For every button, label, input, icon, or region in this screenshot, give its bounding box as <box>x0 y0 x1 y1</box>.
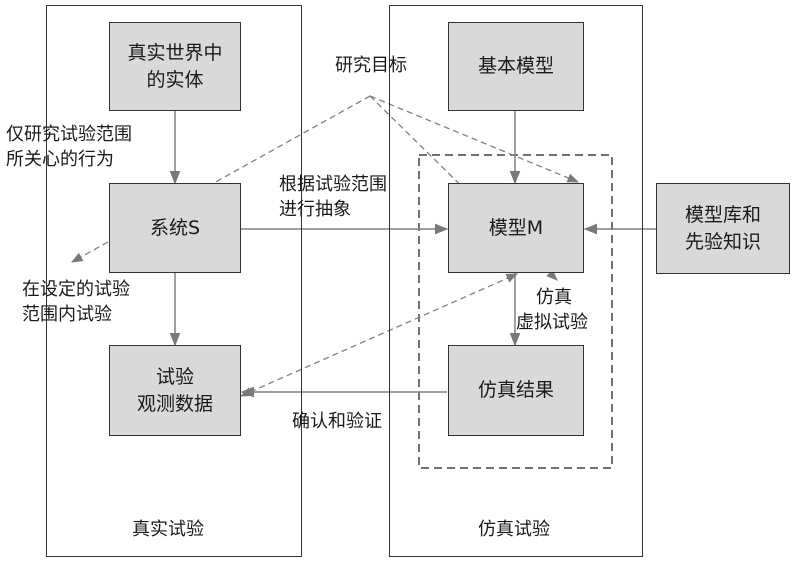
dashed-arrow-verification <box>239 273 519 397</box>
observed-data-line1: 试验 <box>155 365 194 388</box>
observed-data-line2: 观测数据 <box>136 392 213 415</box>
simulation-test-line2: 虚拟试验 <box>516 312 588 333</box>
abstraction-line1: 根据试验范围 <box>279 174 387 195</box>
research-goal-label: 研究目标 <box>335 55 407 76</box>
system-s-label: 系统S <box>149 216 201 239</box>
simulation-result-label: 仿真结果 <box>477 379 554 401</box>
simulation-experiment-title: 仿真试验 <box>478 519 550 540</box>
behavior-line1: 仅研究试验范围 <box>6 124 132 145</box>
dashed-arrow-goal-to-model <box>369 95 580 183</box>
abstraction-label: 根据试验范围 进行抽象 <box>279 172 387 222</box>
verification-label: 确认和验证 <box>292 411 382 432</box>
model-library-line1: 模型库和 <box>684 203 761 226</box>
real-experiment-title: 真实试验 <box>132 519 204 540</box>
simulation-result-box: 仿真结果 <box>448 345 584 436</box>
test-range-label: 在设定的试验 范围内试验 <box>22 277 130 327</box>
observed-data-box: 试验观测数据 <box>109 345 241 436</box>
model-library-box: 模型库和先验知识 <box>656 183 790 274</box>
simulation-experiment-panel <box>389 5 643 557</box>
base-model-box: 基本模型 <box>448 22 584 111</box>
base-model-label: 基本模型 <box>477 55 554 77</box>
test-range-line2: 范围内试验 <box>22 304 112 325</box>
behavior-line2: 所关心的行为 <box>6 149 114 170</box>
model-m-label: 模型M <box>488 216 544 239</box>
real-experiment-panel <box>46 5 302 557</box>
abstraction-line2: 进行抽象 <box>279 199 351 220</box>
real-entity-line1: 真实世界中 <box>127 41 223 64</box>
real-world-entity-box: 真实世界中的实体 <box>109 22 241 111</box>
real-entity-line2: 的实体 <box>146 68 204 91</box>
model-library-line2: 先验知识 <box>684 230 761 253</box>
model-m-box: 模型M <box>448 183 584 273</box>
simulation-test-line1: 仿真 <box>536 287 572 308</box>
behavior-label: 仅研究试验范围 所关心的行为 <box>6 122 132 172</box>
test-range-line1: 在设定的试验 <box>22 279 130 300</box>
simulation-test-label: 仿真 虚拟试验 <box>516 285 588 335</box>
system-s-box: 系统S <box>109 183 241 273</box>
